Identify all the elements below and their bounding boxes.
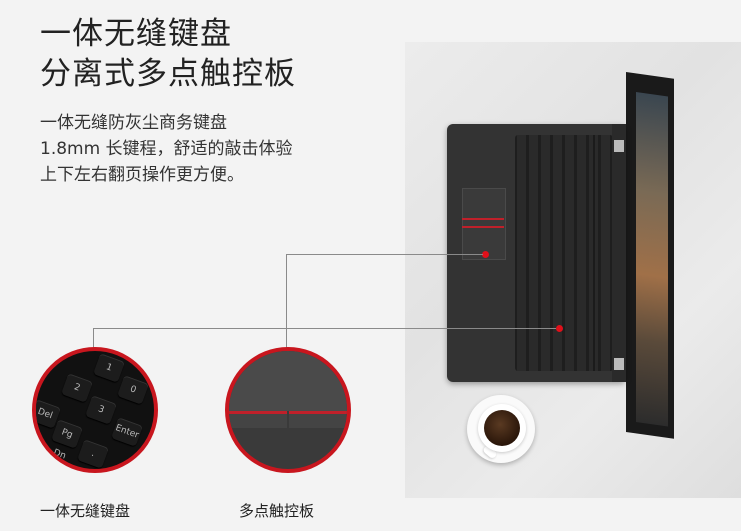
laptop-keyboard — [515, 135, 613, 371]
hinge-cap-bottom — [614, 358, 624, 370]
headline-line2: 分离式多点触控板 — [40, 56, 296, 92]
keyboard-key: 1 — [93, 353, 125, 383]
laptop-touchpad — [462, 188, 506, 260]
keyboard-key: 0 — [117, 375, 149, 405]
touchpad-zoom-circle — [225, 347, 351, 473]
keyboard-key: 3 — [85, 395, 117, 425]
keyboard-key: 2 — [61, 373, 93, 403]
keyboard-zoom-circle: Del 2 1 Pg Dn 3 0 . Enter — [32, 347, 158, 473]
laptop-hinge — [612, 124, 626, 382]
touchpad-right-button — [289, 411, 347, 428]
keyboard-key: . — [77, 439, 109, 469]
keyboard-marker-dot — [556, 325, 563, 332]
headline: 一体无缝键盘 分离式多点触控板 — [40, 14, 296, 94]
description-line2: 1.8mm 长键程，舒适的敲击体验 — [40, 139, 293, 159]
touchpad-marker-dot — [482, 251, 489, 258]
coffee — [484, 410, 520, 446]
touchpad-callout-line-v — [286, 254, 287, 349]
keyboard-key: Pg Dn — [51, 419, 83, 462]
touchpad-surface — [229, 351, 347, 411]
keyboard-key: Enter — [111, 417, 143, 447]
numpad-divider — [593, 135, 595, 371]
feature-description: 一体无缝防灰尘商务键盘 1.8mm 长键程，舒适的敲击体验 上下左右翻页操作更方… — [40, 110, 293, 188]
keyboard-callout-line-v — [93, 328, 94, 349]
hinge-cap-top — [614, 140, 624, 152]
touchpad-caption: 多点触控板 — [239, 502, 315, 520]
keyboard-caption: 一体无缝键盘 — [40, 502, 131, 520]
touchpad-buttons — [462, 218, 504, 228]
description-line1: 一体无缝防灰尘商务键盘 — [40, 113, 227, 133]
headline-line1: 一体无缝键盘 — [40, 16, 232, 52]
touchpad-left-button — [229, 411, 287, 428]
touchpad-callout-line-h — [286, 254, 483, 255]
keyboard-callout-line-h — [93, 328, 556, 329]
description-line3: 上下左右翻页操作更方便。 — [40, 165, 244, 185]
laptop-screen — [636, 92, 668, 427]
